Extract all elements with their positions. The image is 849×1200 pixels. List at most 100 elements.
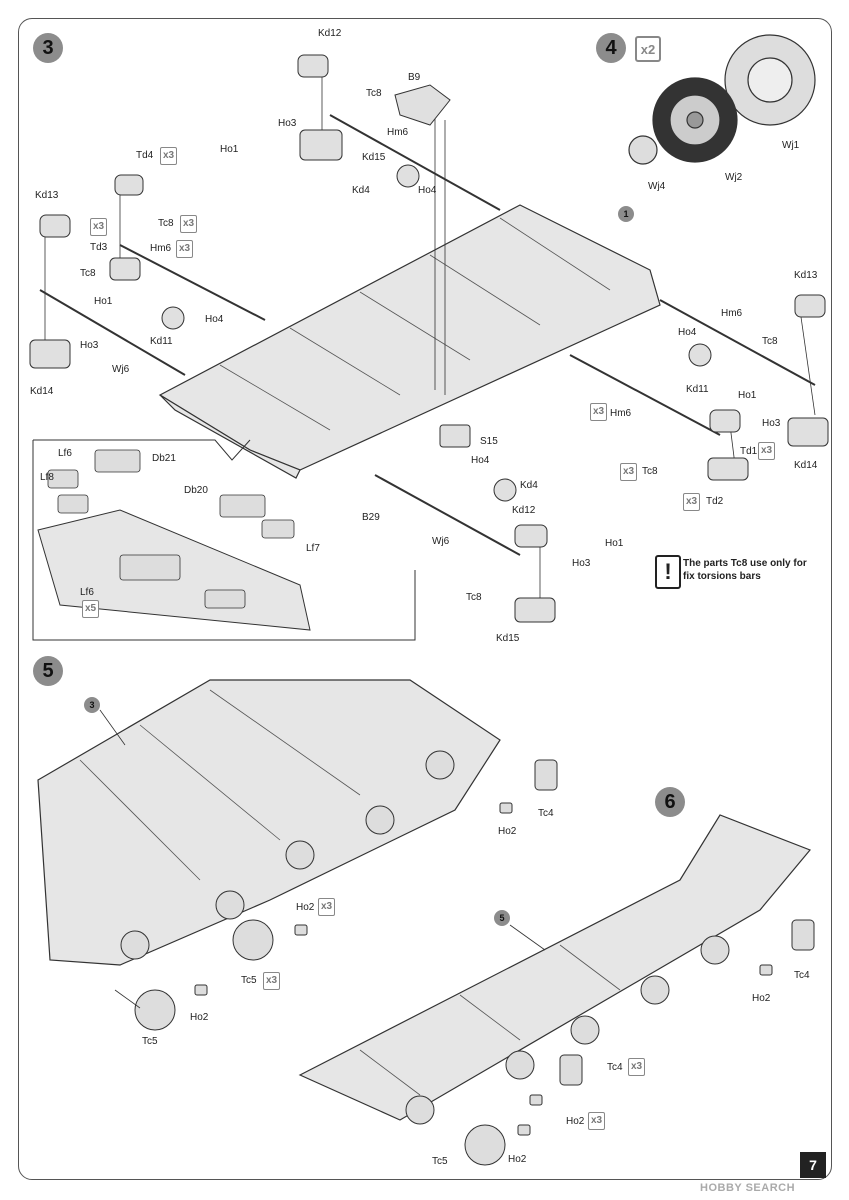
suspension-parts-step3 [29,54,829,623]
label-ho4-mid: Ho4 [471,455,490,466]
label-lf6-top: Lf6 [58,448,72,459]
label-td4: Td4 [136,150,154,161]
hull-step3 [158,204,661,479]
label-tc8-mid: Tc8 [642,466,658,477]
label-wj6-mid: Wj6 [432,536,450,547]
label-tc4-s6b: Tc4 [607,1062,623,1073]
label-wj4: Wj4 [648,181,666,192]
label-td1: Td1 [740,446,758,457]
label-td2: Td2 [706,496,724,507]
label-kd12-top: Kd12 [318,28,342,39]
step-4-quantity: x2 [635,36,661,62]
label-kd11-left: Kd11 [150,336,173,347]
label-ho1-right: Ho1 [738,390,757,401]
label-tc8-right: Tc8 [762,336,778,347]
qty-td4: x3 [160,147,178,165]
label-tc5-s5b: Tc5 [142,1036,158,1047]
label-ho3-top: Ho3 [278,118,297,129]
hull-step6 [298,814,811,1121]
label-ho2-s5b: Ho2 [296,902,315,913]
label-kd14-right: Kd14 [794,460,818,471]
label-ho3-right: Ho3 [762,418,781,429]
label-ho3-mid: Ho3 [572,558,591,569]
label-ho4-right: Ho4 [678,327,697,338]
qty-hm6-mid: x3 [590,403,608,421]
qty-td3: x3 [90,218,108,236]
label-tc5-s5a: Tc5 [241,975,257,986]
label-tc8-top: Tc8 [366,88,382,99]
label-db21: Db21 [152,453,176,464]
qty-tc8-left: x3 [180,215,198,233]
label-tc8-left: Tc8 [158,218,174,229]
label-tc8-left2: Tc8 [80,268,96,279]
label-ho2-s5c: Ho2 [190,1012,209,1023]
label-kd14-left: Kd14 [30,386,54,397]
label-hm6-left: Hm6 [150,243,172,254]
label-kd13-right: Kd13 [794,270,818,281]
label-ho1-left: Ho1 [94,296,113,307]
qty-tc5-s5a: x3 [263,972,281,990]
qty-tc8-mid: x3 [620,463,638,481]
step6-parts [405,919,815,1166]
label-kd15-bottom: Kd15 [496,633,520,644]
label-ho3-left: Ho3 [80,340,99,351]
label-ho2-s5a: Ho2 [498,826,517,837]
label-wj2: Wj2 [725,172,743,183]
page-frame [18,18,832,1180]
label-kd12-mid: Kd12 [512,505,536,516]
step6-leaders [509,924,546,951]
qty-td1: x3 [758,442,776,460]
label-kd11-right: Kd11 [686,384,709,395]
label-kd13-left: Kd13 [35,190,59,201]
label-ho1-top: Ho1 [220,144,239,155]
hull-step3-ribs [219,217,611,431]
label-b29: B29 [362,512,380,523]
step5-parts [120,750,558,1031]
label-kd4-top: Kd4 [352,185,370,196]
label-s15: S15 [480,436,498,447]
torsion-bars-step3 [39,114,816,556]
label-ho2-s6b: Ho2 [566,1116,585,1127]
qty-ho2-s5b: x3 [318,898,336,916]
label-td3: Td3 [90,242,108,253]
label-tc5-s6: Tc5 [432,1156,448,1167]
watermark: HOBBY SEARCH [700,1182,796,1194]
label-ho4-top: Ho4 [418,185,437,196]
label-lf6-bottom: Lf6 [80,587,94,598]
inset-box [32,439,416,641]
callout-5: 5 [494,910,510,926]
label-ho1-mid: Ho1 [605,538,624,549]
note-text: The parts Tc8 use only for fix torsions … [683,558,807,582]
label-lf7: Lf7 [306,543,320,554]
label-wj6-left: Wj6 [112,364,130,375]
callout-1: 1 [618,206,634,222]
label-b9: B9 [408,72,421,83]
label-db20: Db20 [184,485,208,496]
label-kd4-mid: Kd4 [520,480,538,491]
label-hm6-right: Hm6 [721,308,743,319]
qty-tc4-s6b: x3 [628,1058,646,1076]
qty-hm6-left: x3 [176,240,194,258]
label-ho2-s6c: Ho2 [508,1154,527,1165]
warning-icon: ! [655,555,681,589]
label-tc4-s6a: Tc4 [794,970,810,981]
label-hm6-mid: Hm6 [610,408,632,419]
inset-parts [47,449,295,609]
hull-step5 [37,679,501,966]
step-5-badge: 5 [33,656,63,686]
label-ho4-left: Ho4 [205,314,224,325]
step-4-badge: 4 [596,33,626,63]
step-6-badge: 6 [655,787,685,817]
step5-leaders [99,709,141,1009]
label-hm6-top: Hm6 [387,127,409,138]
qty-td2: x3 [683,493,701,511]
hull-step5-ribs [79,689,361,881]
step-3-badge: 3 [33,33,63,63]
label-tc4-s5: Tc4 [538,808,554,819]
callout-3: 3 [84,697,100,713]
qty-lf6: x5 [82,600,100,618]
label-wj1: Wj1 [782,140,800,151]
wheels-step4 [628,34,816,165]
qty-ho2-s6b: x3 [588,1112,606,1130]
